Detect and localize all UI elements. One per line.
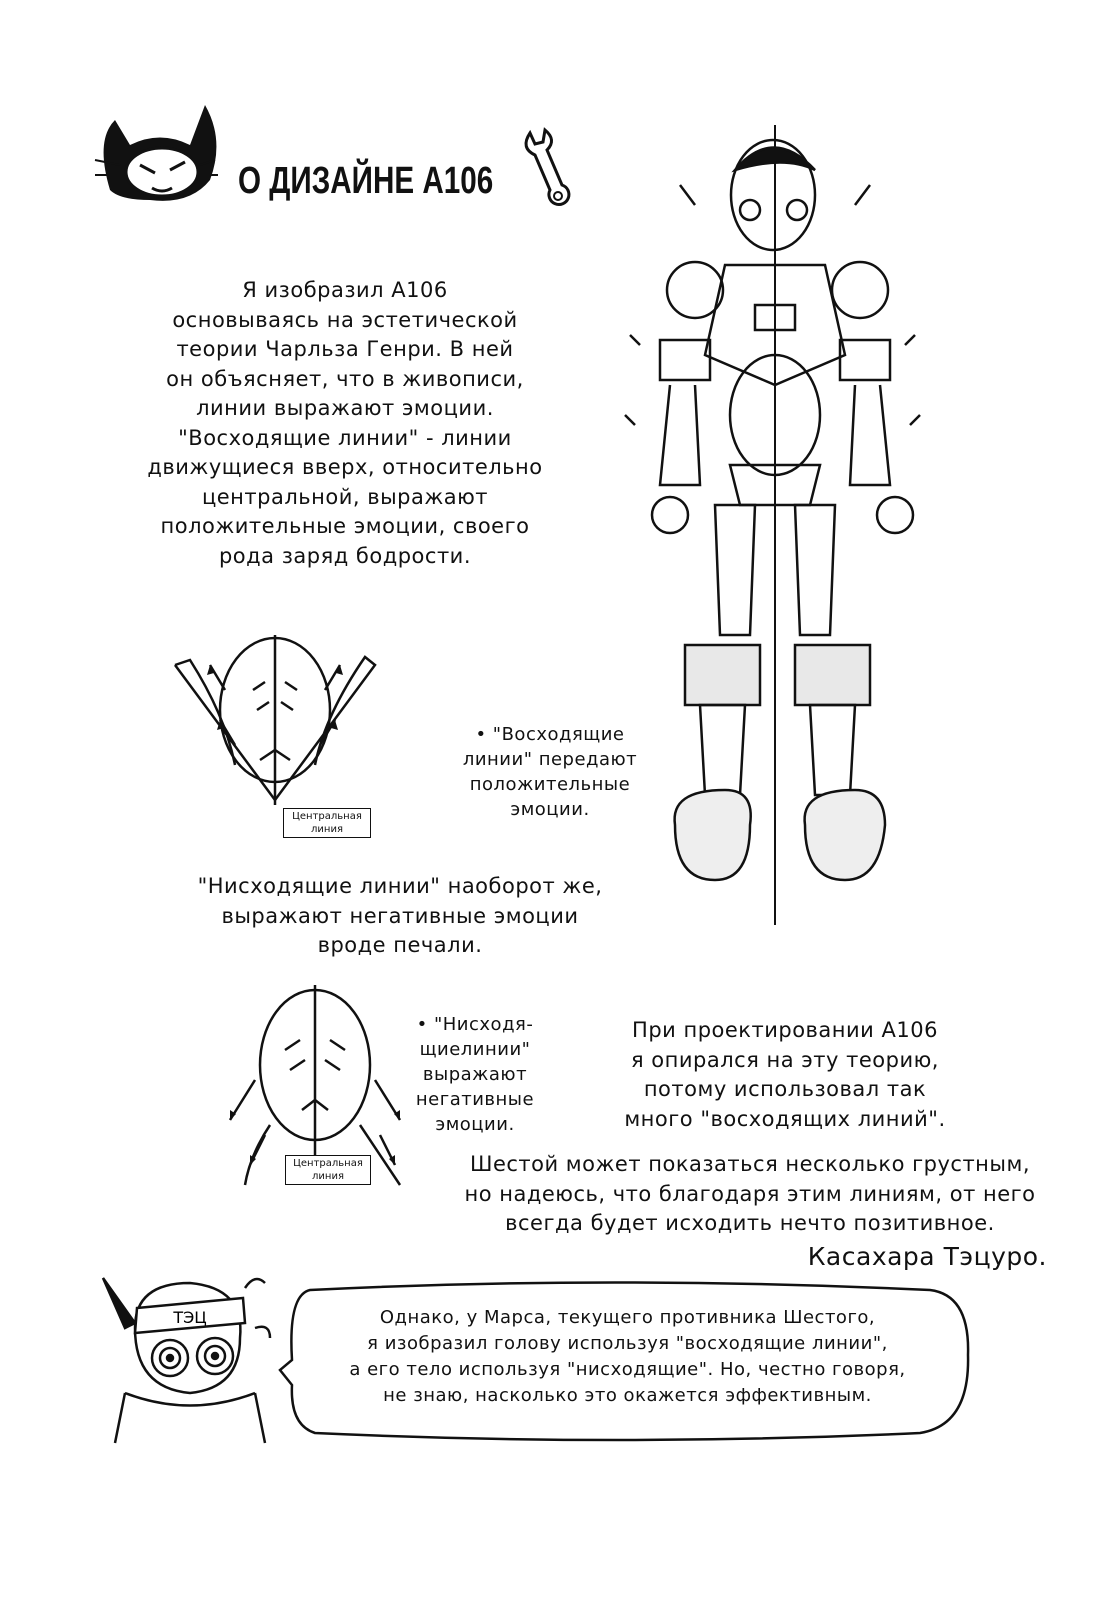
intro-line: основываясь на эстетической (172, 307, 518, 332)
bubble-line: я изобразил голову используя "восходящие… (367, 1333, 888, 1354)
text-line: много "восходящих линий". (624, 1106, 946, 1131)
signature: Касахара Тэцуро. (807, 1242, 1047, 1271)
headband-text: ТЭЦ (172, 1308, 206, 1327)
intro-line: центральной, выражают (201, 484, 489, 509)
design-note: При проектировании А106 я опирался на эт… (590, 1016, 980, 1134)
intro-line: он объясняет, что в живописи, (166, 366, 524, 391)
wrench-icon (524, 127, 571, 207)
text-line: выражают негативные эмоции (221, 903, 579, 928)
intro-line: теории Чарльза Генри. В ней (176, 337, 514, 361)
ascending-caption: • "Восходящие линии" передают положитель… (440, 722, 660, 822)
text-line: Шестой может показаться несколько грустн… (469, 1152, 1031, 1176)
intro-paragraph: Я изобразил А106 основываясь на эстетиче… (120, 276, 570, 571)
caption-line: • "Восходящие (475, 724, 625, 745)
label-line: Центральная (293, 1158, 363, 1169)
label-line: линия (311, 824, 343, 835)
bubble-line: не знаю, насколько это окажется эффектив… (383, 1385, 872, 1406)
caption-line: эмоции. (435, 1114, 515, 1135)
descending-lines-diagram (228, 985, 402, 1186)
intro-line: Я изобразил А106 (242, 278, 448, 302)
caption-line: положительные (469, 774, 631, 795)
intro-line: линии выражают эмоции. (196, 396, 494, 420)
author-avatar: ТЭЦ (101, 1277, 272, 1444)
center-line-label: Центральная линия (285, 1155, 371, 1185)
label-line: линия (312, 1171, 344, 1182)
speech-bubble-outline (278, 1281, 970, 1442)
intro-line: "Восходящие линии" - линии (178, 425, 512, 450)
text-line: всегда будет исходить нечто позитивное. (505, 1211, 995, 1235)
intro-line: положительные эмоции, своего (160, 514, 530, 538)
bubble-line: Однако, у Марса, текущего противника Шес… (379, 1307, 876, 1328)
center-line-label: Центральная линия (283, 808, 371, 838)
bubble-line: а его тело используя "нисходящие". Но, ч… (349, 1359, 906, 1380)
intro-line: движущиеся вверх, относительно (147, 455, 543, 479)
closing-text: Шестой может показаться несколько грустн… (425, 1150, 1075, 1239)
caption-line: негативные (415, 1089, 535, 1110)
descending-caption: • "Нисходя- щиелинии" выражают негативны… (400, 1012, 550, 1137)
label-line: Центральная (292, 811, 362, 822)
text-line: но надеюсь, что благодаря этим линиям, о… (464, 1181, 1036, 1206)
text-line: "Нисходящие линии" наоборот же, (197, 874, 603, 898)
caption-line: эмоции. (510, 799, 590, 820)
descending-intro: "Нисходящие линии" наоборот же, выражают… (150, 872, 650, 961)
caption-line: щиелинии" (419, 1039, 531, 1060)
text-line: я опирался на эту теорию, (631, 1047, 939, 1072)
ascending-lines-diagram (173, 635, 377, 805)
cat-mascot-icon (94, 105, 218, 201)
text-line: вроде печали. (317, 933, 483, 957)
robot-a106-drawing (624, 125, 921, 925)
caption-line: выражают (422, 1064, 528, 1085)
text-line: потому использовал так (643, 1077, 927, 1101)
intro-line: рода заряд бодрости. (218, 543, 472, 568)
text-line: При проектировании А106 (632, 1018, 938, 1042)
page-title: О ДИЗАЙНЕ А106 (238, 160, 494, 202)
caption-line: • "Нисходя- (416, 1014, 534, 1035)
caption-line: линии" передают (462, 749, 638, 770)
speech-bubble-text: Однако, у Марса, текущего противника Шес… (295, 1305, 960, 1409)
